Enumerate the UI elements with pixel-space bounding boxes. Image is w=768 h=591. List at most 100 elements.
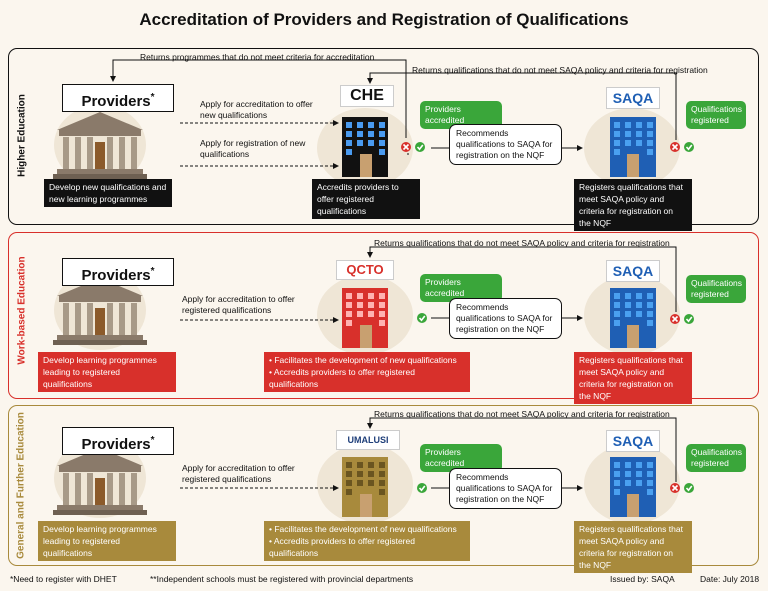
building-window bbox=[368, 293, 374, 299]
building-window bbox=[647, 480, 653, 486]
saqa-logo-work: SAQA bbox=[606, 260, 660, 282]
building-window bbox=[357, 480, 363, 486]
building-window bbox=[357, 122, 363, 128]
building-window bbox=[346, 311, 352, 317]
providers-title-work: Providers* bbox=[62, 258, 174, 286]
building-window bbox=[614, 140, 620, 146]
providers-accredited-work: Providers accredited bbox=[420, 274, 502, 302]
building-window bbox=[647, 140, 653, 146]
building-window bbox=[647, 131, 653, 137]
apply-accreditation-text-general: Apply for accreditation to offer registe… bbox=[182, 463, 295, 484]
building-window bbox=[368, 302, 374, 308]
building-window bbox=[379, 122, 385, 128]
building-window bbox=[346, 302, 352, 308]
saqa-logo-higher: SAQA bbox=[606, 87, 660, 109]
building-window bbox=[647, 122, 653, 128]
return-programmes-text: Returns programmes that do not meet crit… bbox=[140, 52, 375, 62]
side-label-higher: Higher Education bbox=[16, 94, 28, 177]
building-window bbox=[625, 140, 631, 146]
building-window bbox=[368, 471, 374, 477]
recommends-box-general: Recommends qualifications to SAQA for re… bbox=[449, 468, 562, 509]
building-window bbox=[647, 302, 653, 308]
footnote-dhet: *Need to register with DHET bbox=[10, 574, 117, 584]
building-window bbox=[636, 140, 642, 146]
footnote-independent-schools: **Independent schools must be registered… bbox=[150, 574, 414, 584]
building-window bbox=[379, 480, 385, 486]
building-window bbox=[346, 320, 352, 326]
building-window bbox=[647, 489, 653, 495]
apply-registration-text-higher: Apply for registration of new qualificat… bbox=[200, 138, 306, 159]
umalusi-role: • Facilitates the development of new qua… bbox=[264, 521, 470, 561]
providers-accredited-general: Providers accredited bbox=[420, 444, 502, 472]
building-window bbox=[357, 140, 363, 146]
qualifications-registered-higher: Qualifications registered bbox=[686, 101, 746, 129]
apply-accreditation-text-work: Apply for accreditation to offer registe… bbox=[182, 294, 295, 315]
building-window bbox=[357, 293, 363, 299]
building-window bbox=[379, 131, 385, 137]
provider-role-work: Develop learning programmes leading to r… bbox=[38, 352, 176, 392]
building-window bbox=[346, 149, 352, 155]
page-title: Accreditation of Providers and Registrat… bbox=[139, 10, 629, 29]
building-window bbox=[636, 302, 642, 308]
umalusi-logo: UMALUSI bbox=[336, 430, 400, 450]
building-window bbox=[368, 140, 374, 146]
building-window bbox=[368, 122, 374, 128]
building-window bbox=[357, 311, 363, 317]
building-window bbox=[379, 302, 385, 308]
building-window bbox=[368, 311, 374, 317]
building-window bbox=[636, 480, 642, 486]
che-role: Accredits providers to offer registered … bbox=[312, 179, 420, 219]
building-window bbox=[614, 320, 620, 326]
building-window bbox=[647, 311, 653, 317]
building-window bbox=[379, 311, 385, 317]
providers-title-higher: Providers* bbox=[62, 84, 174, 112]
qualifications-registered-work: Qualifications registered bbox=[686, 275, 746, 303]
building-window bbox=[379, 471, 385, 477]
issued-by: Issued by: SAQA bbox=[610, 574, 675, 584]
building-window bbox=[625, 293, 631, 299]
building-window bbox=[614, 462, 620, 468]
provider-role-higher: Develop new qualifications and new learn… bbox=[44, 179, 172, 207]
building-window bbox=[379, 489, 385, 495]
building-window bbox=[346, 293, 352, 299]
building-window bbox=[625, 302, 631, 308]
building-window bbox=[346, 471, 352, 477]
building-window bbox=[647, 149, 653, 155]
building-window bbox=[357, 462, 363, 468]
provider-role-general: Develop learning programmes leading to r… bbox=[38, 521, 176, 561]
building-window bbox=[379, 140, 385, 146]
building-window bbox=[357, 302, 363, 308]
building-window bbox=[357, 131, 363, 137]
saqa-logo-general: SAQA bbox=[606, 430, 660, 452]
building-window bbox=[379, 149, 385, 155]
building-window bbox=[346, 489, 352, 495]
building-window bbox=[625, 311, 631, 317]
recommends-box-higher: Recommends qualifications to SAQA for re… bbox=[449, 124, 562, 165]
building-window bbox=[368, 462, 374, 468]
side-label-general: General and Further Education bbox=[15, 412, 27, 559]
building-window bbox=[379, 293, 385, 299]
building-window bbox=[647, 320, 653, 326]
building-window bbox=[636, 293, 642, 299]
building-window bbox=[614, 149, 620, 155]
building-window bbox=[614, 122, 620, 128]
qcto-logo: QCTO bbox=[336, 260, 394, 280]
che-logo: CHE bbox=[340, 85, 394, 107]
saqa-role-work: Registers qualifications that meet SAQA … bbox=[574, 352, 692, 404]
building-window bbox=[636, 462, 642, 468]
building-window bbox=[346, 462, 352, 468]
providers-title-general: Providers* bbox=[62, 427, 174, 455]
building-window bbox=[614, 131, 620, 137]
building-window bbox=[647, 471, 653, 477]
building-window bbox=[614, 302, 620, 308]
return-qualifications-text-general: Returns qualifications that do not meet … bbox=[374, 409, 670, 419]
building-window bbox=[379, 320, 385, 326]
building-window bbox=[625, 131, 631, 137]
building-window bbox=[614, 311, 620, 317]
return-qualifications-text-higher: Returns qualifications that do not meet … bbox=[412, 65, 708, 75]
building-window bbox=[346, 122, 352, 128]
building-window bbox=[636, 471, 642, 477]
building-window bbox=[636, 122, 642, 128]
return-qualifications-text-work: Returns qualifications that do not meet … bbox=[374, 238, 670, 248]
